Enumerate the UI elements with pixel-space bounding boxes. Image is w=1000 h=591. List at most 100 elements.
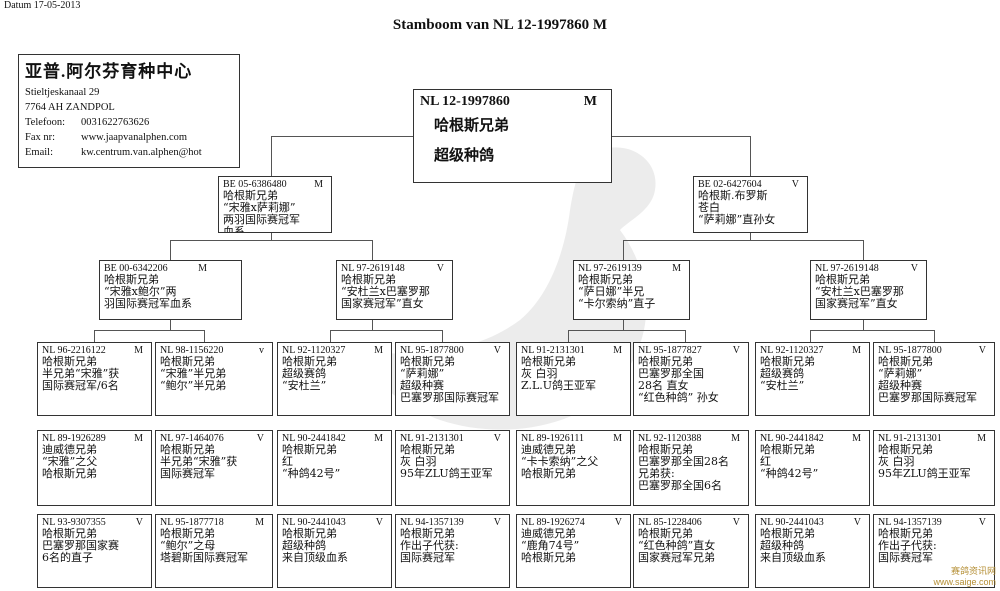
pigeon-ring: NL 92-1120388 M (638, 433, 744, 444)
ring-number: NL 95-1877800 (400, 345, 464, 356)
ring-number: NL 90-2441043 (282, 517, 346, 528)
ancestor-card: NL 89-1926289 M 迪威德兄弟 “宋雅”之父 哈根斯兄弟 (37, 430, 152, 506)
pigeon-description: 哈根斯兄弟 超级赛鸽 “安杜兰” (760, 355, 815, 392)
ring-number: NL 97-2619148 (341, 263, 405, 274)
ring-number: NL 97-2619139 (578, 263, 642, 274)
pigeon-description: 哈根斯兄弟 “宋雅x萨莉娜” 两羽国际赛冠军 血系 (223, 189, 300, 233)
sex-marker: M (134, 433, 143, 444)
pigeon-description: 哈根斯.布罗斯 苍白 “萨莉娜”直孙女 (698, 189, 776, 226)
pigeon-description: 哈根斯兄弟 “宋雅x鲍尔”两 羽国际赛冠军血系 (104, 273, 192, 310)
pigeon-line-1: 哈根斯兄弟 (434, 116, 510, 134)
pigeon-ring: NL 91-2131301 M (521, 345, 626, 356)
sex-marker: M (977, 433, 986, 444)
sex-marker: V (493, 345, 501, 356)
breeder-city: 7764 AH ZANDPOL (25, 102, 115, 113)
sex-marker: V (732, 517, 740, 528)
pigeon-description: 哈根斯兄弟 超级赛鸽 “安杜兰” (282, 355, 337, 392)
pigeon-ring: NL 93-9307355 V (42, 517, 147, 528)
pigeon-description: 哈根斯兄弟 巴塞罗那全国28名 兄弟获: 巴塞罗那全国6名 (638, 443, 729, 492)
sex-marker: M (613, 433, 622, 444)
ring-number: NL 91-2131301 (521, 345, 585, 356)
sex-marker: M (134, 345, 143, 356)
pigeon-description: 哈根斯兄弟 作出子代获: 国际赛冠军 (400, 527, 459, 564)
sex-marker: V (135, 517, 143, 528)
breeder-address: Stieltjeskanaal 29 (25, 87, 100, 98)
ring-number: BE 00-6342206 (104, 263, 168, 274)
pigeon-description: 哈根斯兄弟 “红色种鸽”直女 国家赛冠军兄弟 (638, 527, 716, 564)
pigeon-description: 哈根斯兄弟 “安杜兰x巴塞罗那 国家赛冠军”直女 (815, 273, 904, 310)
sex-marker: M (852, 345, 861, 356)
sex-marker: M (731, 433, 740, 444)
ring-number: NL 90-2441043 (760, 517, 824, 528)
sire-card: BE 05-6386480 M 哈根斯兄弟 “宋雅x萨莉娜” 两羽国际赛冠军 血系 (218, 176, 332, 233)
phone-label: Telefoon: (25, 117, 66, 128)
sex-marker: M (852, 433, 861, 444)
phone-row: Telefoon:0031622763626 (25, 115, 233, 130)
sex-marker: M (314, 179, 323, 190)
pigeon-description: 迪威德兄弟 “鹿角74号” 哈根斯兄弟 (521, 527, 580, 564)
print-date: Datum 17-05-2013 (4, 0, 81, 11)
sex-marker: M (672, 263, 681, 274)
pigeon-description: 哈根斯兄弟 巴塞罗那全国 28名 直女 “红色种鸽” 孙女 (638, 355, 719, 404)
ring-number: BE 05-6386480 (223, 179, 287, 190)
ring-number: NL 94-1357139 (878, 517, 942, 528)
sex-marker: M (255, 517, 264, 528)
ring-number: NL 92-1120388 (638, 433, 702, 444)
pigeon-line-2: 超级种鸽 (434, 146, 495, 164)
sex-marker: V (791, 179, 799, 190)
sex-marker: V (732, 345, 740, 356)
ring-number: NL 89-1926289 (42, 433, 106, 444)
sex-marker: M (198, 263, 207, 274)
sex-marker: v (259, 345, 264, 356)
pigeon-ring: BE 05-6386480 M (223, 179, 327, 190)
breeder-contact-card: 亚普.阿尔芬育种中心 Stieltjeskanaal 29 7764 AH ZA… (18, 54, 240, 168)
pigeon-ring: NL 89-1926289 M (42, 433, 147, 444)
pigeon-description: 哈根斯兄弟 半兄弟“宋雅”获 国际赛冠军 (160, 443, 238, 480)
pigeon-description: 哈根斯兄弟 超级种鸽 来自顶级血系 (282, 527, 348, 564)
sex-marker: V (436, 263, 444, 274)
fax-row: Fax nr:www.jaapvanalphen.com (25, 130, 233, 145)
pigeon-description: 迪威德兄弟 “宋雅”之父 哈根斯兄弟 (42, 443, 98, 480)
ring-number: NL 94-1357139 (400, 517, 464, 528)
pigeon-description: 哈根斯兄弟 “萨莉娜” 超级种赛 巴塞罗那国际赛冠军 (400, 355, 499, 404)
sex-marker: M (613, 345, 622, 356)
pigeon-description: 哈根斯兄弟 灰 白羽 Z.L.U鸽王亚军 (521, 355, 597, 392)
sex-marker: V (978, 345, 986, 356)
ring-number: NL 93-9307355 (42, 517, 106, 528)
ring-number: NL 89-1926274 (521, 517, 585, 528)
ring-number: NL 97-2619148 (815, 263, 879, 274)
pigeon-description: 哈根斯兄弟 超级种鸽 来自顶级血系 (760, 527, 826, 564)
pigeon-ring: NL 89-1926111 M (521, 433, 626, 444)
ring-number: NL 89-1926111 (521, 433, 585, 444)
ring-number: NL 92-1120327 (282, 345, 346, 356)
